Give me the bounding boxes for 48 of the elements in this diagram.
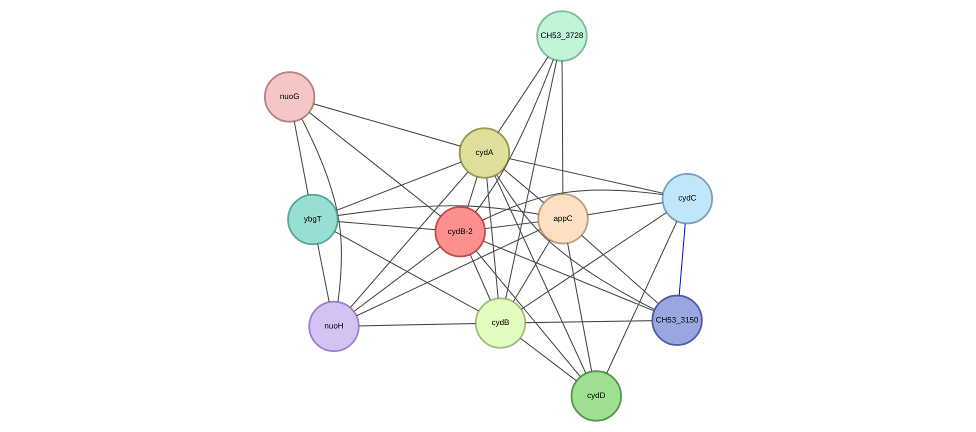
connector (469, 254, 490, 300)
connector (566, 243, 592, 372)
connector (580, 234, 658, 304)
connector (337, 221, 436, 230)
node-circle: cydB-2 (434, 206, 486, 258)
connector (524, 320, 652, 324)
connector (520, 338, 576, 382)
connector (678, 224, 686, 296)
node-circle: cydD (570, 370, 622, 422)
connector (502, 168, 544, 204)
connector (312, 103, 460, 147)
connector (349, 172, 468, 308)
connector (300, 118, 342, 302)
node-circle: nuoH (308, 300, 360, 352)
connector (334, 231, 479, 312)
node-circle: cydC (661, 173, 712, 224)
node-circle: ybgT (286, 194, 338, 246)
connector (353, 246, 440, 312)
connector (561, 60, 563, 194)
node-circle: cydB (474, 297, 526, 349)
connector (482, 190, 662, 221)
connector (335, 162, 461, 211)
node-circle: appC (536, 193, 588, 244)
connector (308, 112, 440, 217)
connector (508, 158, 663, 194)
node-circle: nuoG (264, 71, 315, 123)
connector (496, 174, 654, 310)
connector (512, 240, 550, 302)
node-circle: CH53_3728 (536, 10, 588, 62)
connector (484, 221, 538, 230)
connector (474, 59, 554, 213)
connector (466, 176, 478, 208)
connector (494, 175, 586, 374)
connector (475, 250, 580, 377)
node-circle: cydA (458, 127, 510, 179)
connector (587, 202, 662, 216)
connector (358, 323, 476, 326)
connector (497, 56, 548, 133)
connector (486, 178, 498, 298)
connector (482, 240, 654, 312)
connector (606, 221, 677, 374)
connector (520, 212, 666, 310)
node-circle: CH53_3150 (650, 294, 702, 346)
connector (336, 205, 538, 216)
connector (504, 60, 557, 299)
connector (293, 121, 308, 196)
connector (356, 228, 540, 316)
connector (316, 244, 330, 302)
